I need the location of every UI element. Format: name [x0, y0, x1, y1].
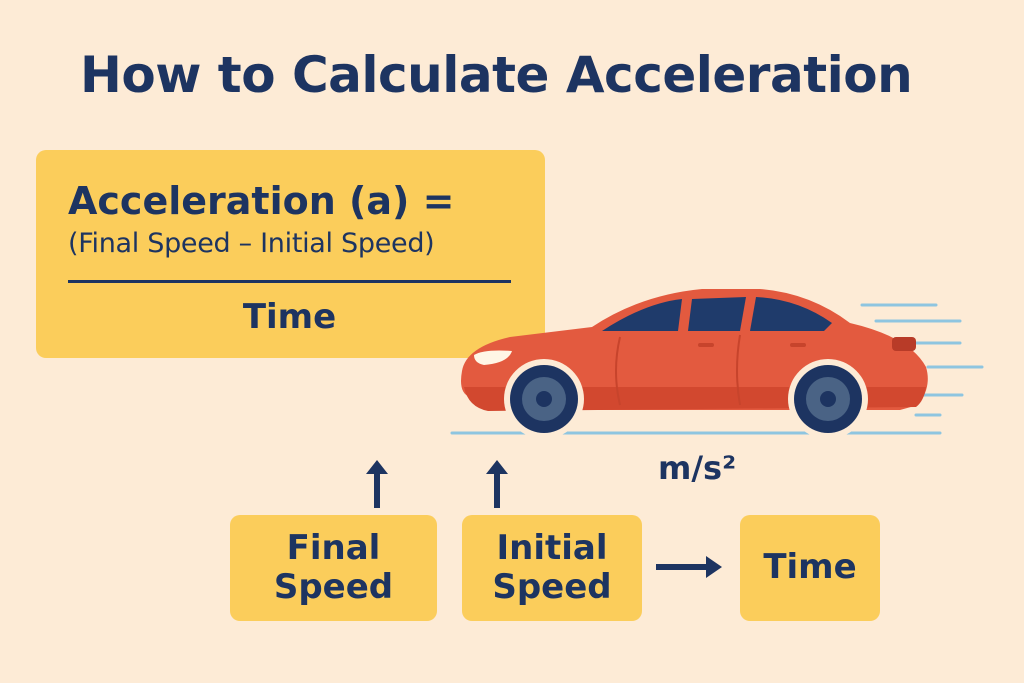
unit-label: m/s²: [658, 449, 737, 487]
formula-numerator: (Final Speed – Initial Speed): [68, 228, 435, 259]
initial-speed-label: Initial Speed: [492, 527, 612, 607]
formula-denominator: Time: [242, 297, 337, 337]
time-card: Time: [740, 515, 880, 621]
arrow-up-icon: [366, 460, 388, 508]
speed-lines-icon: [450, 303, 984, 435]
arrow-right-icon: [656, 556, 722, 578]
formula-card: Acceleration (a) = (Final Speed – Initia…: [36, 150, 545, 358]
fraction-bar: [68, 280, 511, 283]
final-speed-label: Final Speed: [273, 527, 394, 607]
formula-lhs: Acceleration (a) =: [68, 179, 455, 223]
final-speed-card: Final Speed: [230, 515, 437, 621]
initial-speed-card: Initial Speed: [462, 515, 642, 621]
page-title: How to Calculate Acceleration: [80, 46, 913, 104]
car-icon: [450, 289, 984, 439]
arrow-up-icon: [486, 460, 508, 508]
time-label: Time: [763, 547, 857, 588]
